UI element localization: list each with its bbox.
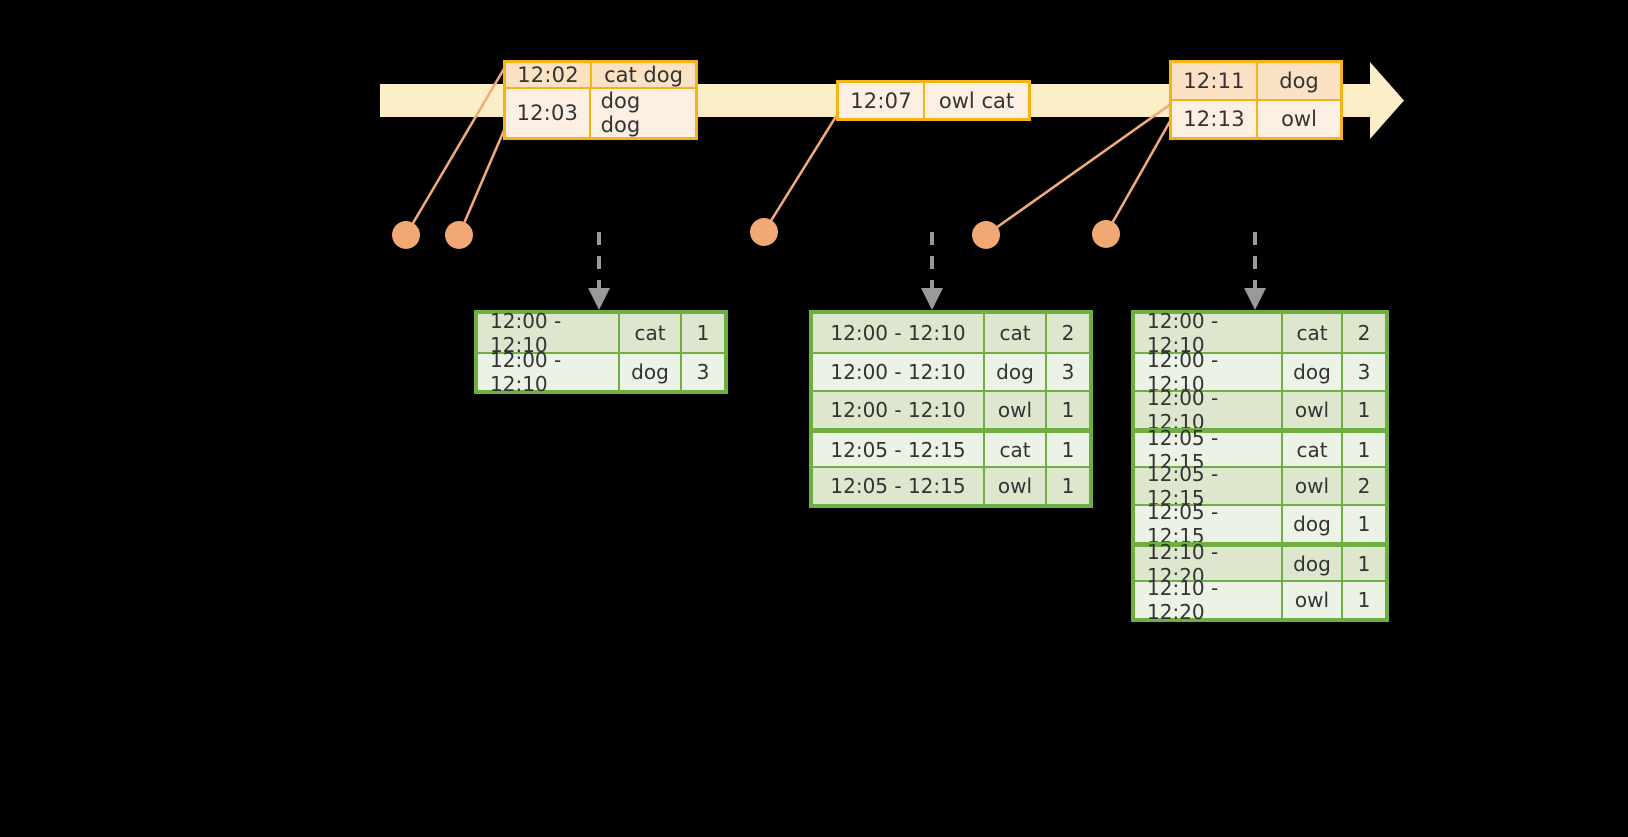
cell-window: 12:05 - 12:15 [813,433,985,466]
cell-count: 1 [696,321,710,345]
event-box-1[interactable]: 12:02 cat dog 12:03 dog dog [503,60,698,140]
dot-1 [392,221,420,249]
emit-arrow-1 [588,232,610,310]
cell-count: 1 [1357,512,1371,536]
cell-window: 12:00 - 12:10 [1135,348,1283,396]
cell-key: owl [1283,468,1343,504]
cell-key: owl [1283,582,1343,618]
cell-key: cat [1283,314,1343,352]
cell-window: 12:05 - 12:15 [1135,500,1283,548]
cell-count: 2 [1357,474,1371,498]
event-row[interactable]: 12:02 cat dog [506,63,695,87]
cell-key: cat [985,314,1047,352]
cell-count: 3 [1357,360,1371,384]
dot-5 [1092,220,1120,248]
cell-window: 12:10 - 12:20 [1135,576,1283,624]
cell-key: dog [1283,547,1343,580]
cell-count: 3 [696,360,710,384]
event-time: 12:02 [506,63,592,87]
cell-key: dog [620,354,682,390]
cell-count: 1 [1357,398,1371,422]
cell-window: 12:05 - 12:15 [813,468,985,504]
cell-count: 2 [1061,321,1075,345]
event-time: 12:13 [1172,101,1258,137]
emit-arrow-3 [1244,232,1266,310]
cell-key: dog [1283,506,1343,542]
event-words: owl cat [938,88,1015,113]
cell-window: 12:00 - 12:10 [478,309,620,357]
event-time: 12:07 [839,83,925,118]
cell-count: 1 [1061,398,1075,422]
cell-window: 12:00 - 12:10 [478,348,620,396]
event-box-3[interactable]: 12:11 dog 12:13 owl [1169,60,1343,140]
event-dots [392,218,1120,249]
cell-key: owl [985,468,1047,504]
event-words: cat dog [604,63,683,87]
cell-count: 1 [1061,474,1075,498]
dot-3 [750,218,778,246]
cell-key: cat [1283,433,1343,466]
cell-key: cat [620,314,682,352]
cell-count: 3 [1061,360,1075,384]
cell-count: 1 [1357,588,1371,612]
cell-window: 12:00 - 12:10 [813,392,985,428]
cell-key: owl [1283,392,1343,428]
event-words: dog dog [600,89,641,137]
cell-count: 1 [1357,551,1371,576]
cell-key: cat [985,433,1047,466]
event-time: 12:03 [506,89,591,137]
cell-window: 12:00 - 12:10 [1135,309,1283,357]
cell-window: 12:00 - 12:10 [813,314,985,352]
cell-window: 12:00 - 12:10 [813,354,985,390]
event-row[interactable]: 12:11 dog [1172,63,1340,99]
event-words: owl [1281,107,1317,131]
event-row[interactable]: 12:13 owl [1172,99,1340,137]
cell-count: 2 [1357,321,1371,345]
cell-window: 12:05 - 12:15 [1135,462,1283,510]
event-row[interactable]: 12:03 dog dog [506,87,695,137]
cell-count: 1 [1061,437,1075,462]
cell-count: 1 [1357,437,1371,462]
cell-key: dog [985,354,1047,390]
emit-arrows [588,232,1266,310]
cell-window: 12:00 - 12:10 [1135,386,1283,434]
cell-key: owl [985,392,1047,428]
emit-arrow-2 [921,232,943,310]
event-row[interactable]: 12:07 owl cat [839,83,1028,118]
cell-key: dog [1283,354,1343,390]
event-words: dog [1279,69,1319,93]
event-box-2[interactable]: 12:07 owl cat [836,80,1031,121]
dot-4 [972,221,1000,249]
event-time: 12:11 [1172,63,1258,99]
dot-2 [445,221,473,249]
